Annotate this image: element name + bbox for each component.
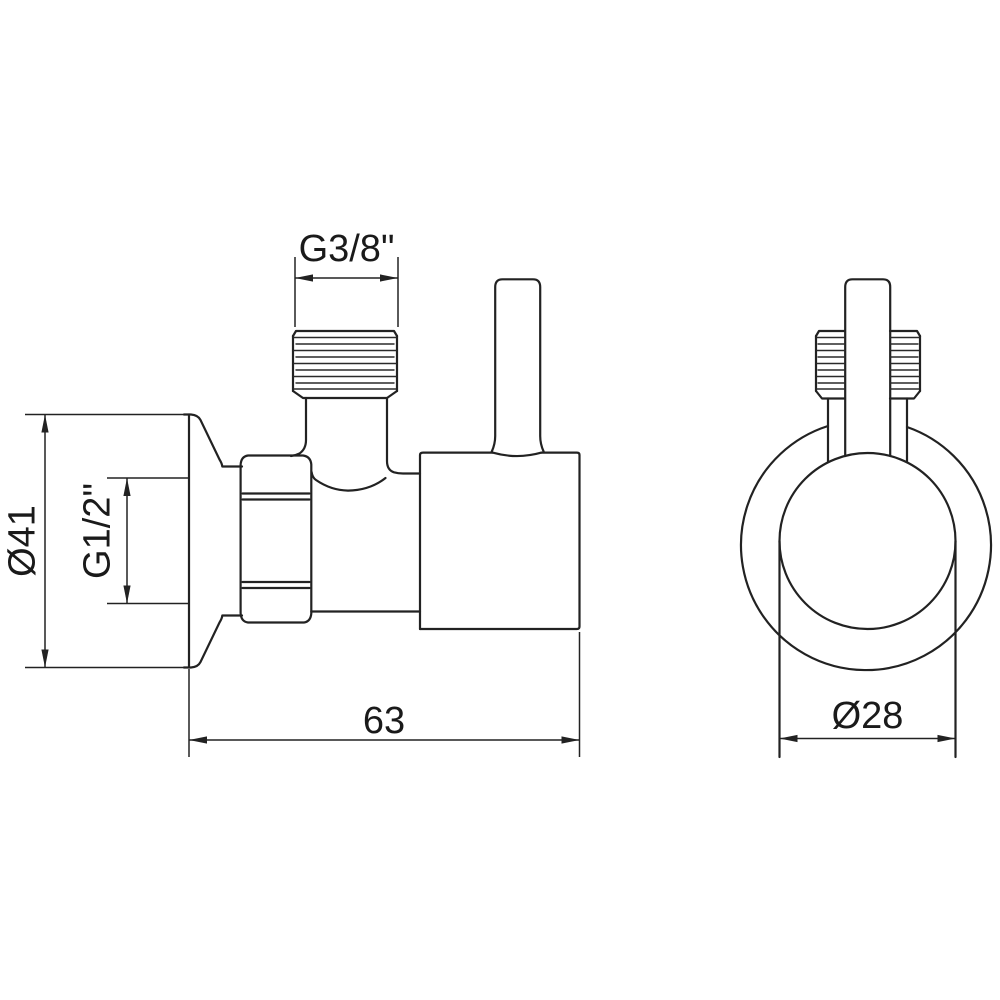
handle-stem-front — [844, 278, 892, 458]
outlet-pipe-left-wall — [289, 396, 308, 458]
dimension-label-outlet-thread: G3/8" — [299, 228, 395, 270]
handle-body-side — [418, 451, 581, 631]
thread-bottom-chamfer — [888, 389, 922, 400]
hex-nut — [239, 454, 313, 624]
front-view — [739, 278, 993, 759]
arrowhead-up — [123, 478, 131, 496]
outlet-neck-front — [826, 397, 909, 464]
dimension-overall-length: 63 — [188, 632, 581, 757]
handle-stem-side — [490, 278, 545, 453]
thread-bottom-chamfer — [291, 389, 399, 400]
dimension-body-diameter: Ø28 — [779, 695, 956, 743]
body-saddle-curve — [310, 470, 387, 492]
thread-top-edge — [888, 329, 922, 338]
dimension-outlet-thread: G3/8" — [294, 228, 399, 327]
flange-bottom-edge — [182, 614, 244, 669]
dimension-label-flange-diameter: Ø41 — [2, 505, 44, 577]
arrowhead-left — [189, 736, 207, 744]
handle-body-top-dip — [491, 451, 543, 458]
arrowhead-up — [41, 414, 49, 433]
arrowhead-down — [123, 585, 131, 604]
arrowhead-down — [41, 649, 49, 668]
arrowhead-left — [295, 274, 313, 282]
wall-flange — [182, 413, 244, 669]
dimension-label-inlet-thread: G1/2" — [77, 483, 119, 579]
arrowhead-left — [779, 734, 798, 743]
dimension-label-body-diameter: Ø28 — [832, 695, 904, 737]
arrowhead-right — [561, 736, 580, 744]
dimension-flange-diameter: Ø41 — [2, 413, 189, 669]
body-face-circle — [778, 451, 957, 631]
dimension-label-overall-length: 63 — [363, 700, 405, 742]
hex-nut-outline — [239, 454, 313, 624]
outlet-threads-front — [814, 329, 922, 400]
side-view — [182, 278, 581, 669]
handle-body-outline — [418, 451, 581, 631]
thread-top-edge — [291, 329, 399, 338]
body-edges-front — [778, 539, 957, 759]
valve-body-side — [289, 396, 422, 613]
handle-body-outline — [418, 451, 494, 631]
thread-top-edge — [814, 329, 847, 338]
dimension-inlet-thread: G1/2" — [77, 477, 190, 605]
outlet-threads-side — [291, 329, 399, 400]
handle-stem-outline-front — [844, 278, 892, 458]
flange-top-edge — [182, 413, 244, 468]
handle-stem-outline — [490, 278, 545, 453]
arrowhead-right — [937, 734, 956, 743]
outlet-pipe-right-wall — [385, 396, 422, 475]
arrowhead-right — [380, 274, 398, 282]
thread-bottom-chamfer — [814, 389, 847, 400]
flange-ring-outer-circle — [739, 424, 993, 672]
